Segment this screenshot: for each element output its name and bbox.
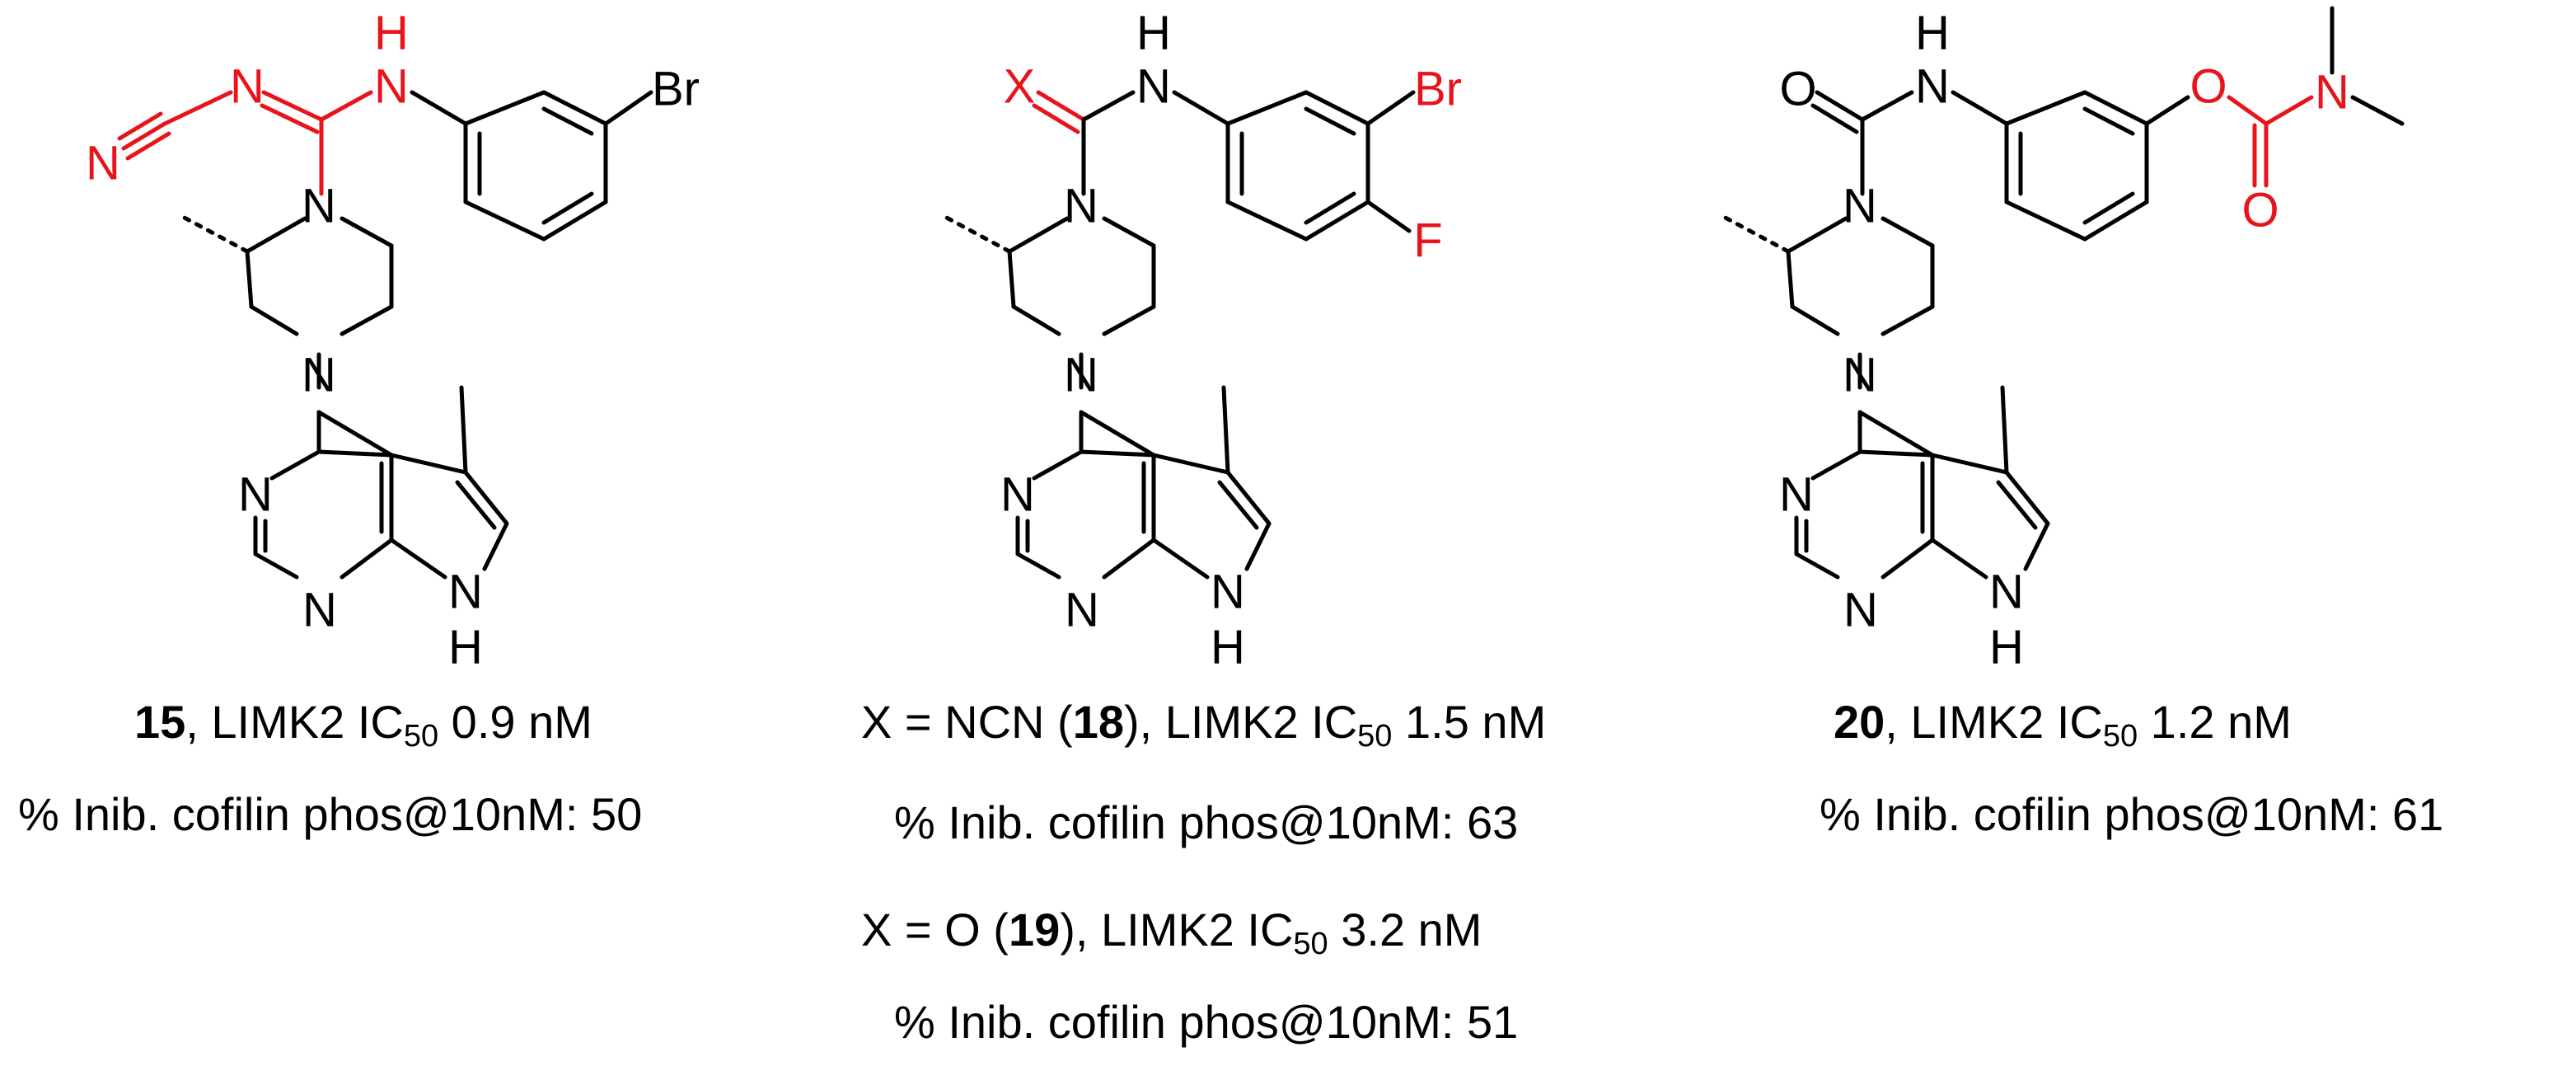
atom-n: N [86, 137, 120, 190]
atom-n: N [1136, 60, 1171, 114]
atom-n: N [1843, 349, 1877, 402]
caption-text: ), LIMK2 IC [1060, 904, 1294, 956]
caption-20-inhibition: % Inib. cofilin phos@10nM: 61 [1820, 788, 2444, 840]
atom-n: N [1779, 468, 1814, 522]
x-label: X = NCN ( [861, 696, 1073, 748]
atom-o: O [1779, 63, 1816, 116]
atom-n: N [1064, 349, 1098, 402]
structure-15: N N N N N H N N N H Br [86, 7, 700, 674]
x-label: X = O ( [861, 904, 1009, 956]
caption-19-inhibition: % Inib. cofilin phos@10nM: 51 [894, 996, 1519, 1048]
compound-id: 20 [1834, 696, 1885, 748]
caption-18-ic50: X = NCN (18), LIMK2 IC50 1.5 nM [861, 696, 1547, 754]
atom-n: N [1000, 468, 1035, 522]
caption-18-inhibition: % Inib. cofilin phos@10nM: 63 [894, 796, 1519, 848]
atom-br: Br [1414, 63, 1462, 116]
ic-value: 3.2 nM [1328, 904, 1482, 956]
ic-subscript: 50 [2102, 719, 2138, 754]
x-carbonyl-group [1032, 90, 1136, 196]
atom-h: H [374, 7, 409, 60]
atom-x: X [1004, 60, 1036, 114]
pyrrolopyrimidine-core [1794, 385, 2050, 580]
caption-15-inhibition: % Inib. cofilin phos@10nM: 50 [18, 788, 643, 840]
carbamate-group [2227, 6, 2405, 188]
atom-n: N [230, 60, 265, 114]
urea-carbonyl-group [1810, 90, 1914, 196]
compound-id: 19 [1008, 904, 1061, 956]
atom-n: N [1211, 566, 1245, 619]
atom-n: N [302, 180, 336, 233]
atom-br: Br [652, 63, 700, 116]
piperazine-ring [179, 214, 394, 390]
piperazine-ring [1720, 214, 1935, 390]
caption-text: , LIMK2 IC [1885, 696, 2103, 748]
atom-n: N [238, 468, 273, 522]
caption-15-ic50: 15, LIMK2 IC50 0.9 nM [134, 696, 592, 754]
caption-text: , LIMK2 IC [185, 696, 404, 748]
structure-18-19: N N N N N H X N H Br F [941, 7, 1462, 674]
caption-20-ic50: 20, LIMK2 IC50 1.2 nM [1834, 696, 2292, 754]
atom-n: N [1065, 584, 1099, 637]
compound-id: 15 [134, 696, 186, 748]
phenyl-ring [1951, 90, 2190, 242]
caption-19-ic50: X = O (19), LIMK2 IC50 3.2 nM [861, 907, 1482, 960]
caption-text: ), LIMK2 IC [1124, 696, 1358, 748]
atom-n: N [1989, 566, 2024, 619]
bromophenyl-ring [410, 90, 653, 242]
cyanoguanidine-group [117, 90, 373, 196]
structure-20: N N N N N H O N H O O N [1720, 6, 2405, 674]
atom-n: N [2315, 66, 2349, 120]
pyrrolopyrimidine-core [1015, 385, 1272, 580]
bromofluorophenyl-ring [1172, 90, 1416, 242]
atom-n: N [1843, 584, 1878, 637]
atom-n: N [1915, 60, 1950, 114]
ic-value: 1.2 nM [2138, 696, 2292, 748]
atom-h: H [1989, 621, 2024, 674]
atom-n: N [448, 566, 483, 619]
atom-h: H [1136, 7, 1171, 60]
atom-o: O [2190, 60, 2227, 114]
atom-h: H [1211, 621, 1245, 674]
atom-n: N [302, 349, 336, 402]
atom-o: O [2241, 184, 2279, 237]
atom-n: N [1843, 180, 1877, 233]
pyrrolopyrimidine-core [253, 385, 509, 580]
compound-id: 18 [1072, 696, 1124, 748]
ic-value: 1.5 nM [1392, 696, 1547, 748]
atom-h: H [1915, 7, 1950, 60]
ic-subscript: 50 [1357, 719, 1393, 754]
atom-n: N [1064, 180, 1098, 233]
atom-n: N [374, 60, 409, 114]
ic-subscript: 50 [1293, 927, 1328, 961]
atom-h: H [448, 621, 483, 674]
atom-f: F [1413, 214, 1442, 268]
ic-value: 0.9 nM [438, 696, 592, 748]
piperazine-ring [941, 214, 1156, 390]
atom-n: N [302, 584, 337, 637]
ic-subscript: 50 [403, 719, 439, 754]
